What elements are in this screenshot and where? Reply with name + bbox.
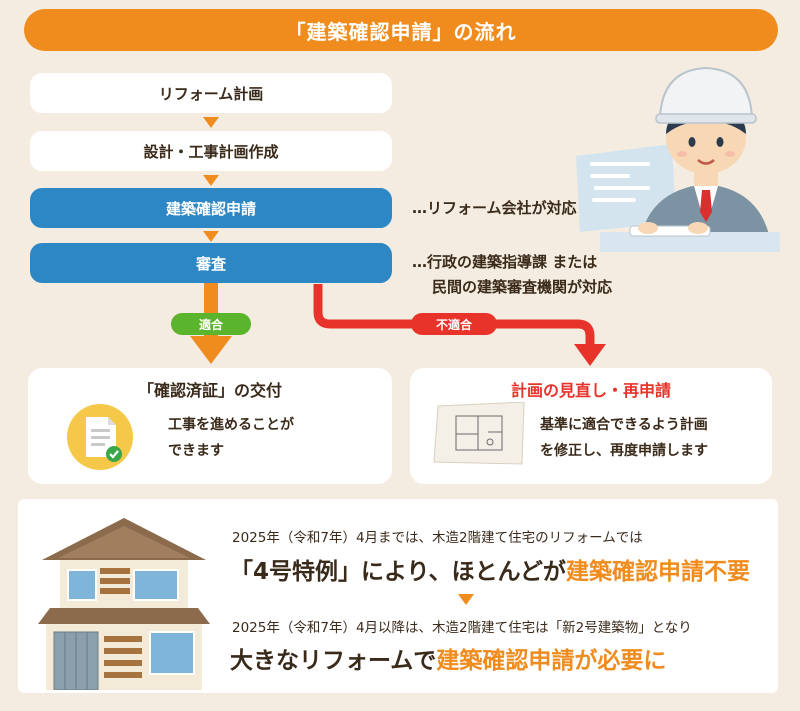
pass-label: 適合 <box>171 313 251 335</box>
pass-arrow-head <box>190 336 232 364</box>
fail-arrow-head <box>574 344 606 366</box>
bottom-line-before: 2025年（令和7年）4月までは、木造2階建て住宅のリフォームでは <box>232 530 643 546</box>
fail-label: 不適合 <box>411 313 497 335</box>
step-review: 審査 <box>30 243 392 283</box>
bottom-line-exemption: 「4号特例」により、ほとんどが建築確認申請不要 <box>230 552 750 586</box>
floor-plan-icon <box>433 402 525 465</box>
card-fail-line2: を修正し、再度申請します <box>540 443 708 459</box>
step-reform-plan: リフォーム計画 <box>30 73 392 113</box>
step-design-plan: 設計・工事計画作成 <box>30 131 392 171</box>
card-pass-line1: 工事を進めることが <box>168 417 294 433</box>
engineer-illustration <box>576 66 780 252</box>
page-title: 「建築確認申請」の流れ <box>24 9 778 51</box>
required-text: 大きなリフォームで <box>230 648 437 674</box>
required-highlight: 建築確認申請が必要に <box>436 648 667 674</box>
arrow-down-icon <box>203 175 219 186</box>
bottom-line-after: 2025年（令和7年）4月以降は、木造2階建て住宅は「新2号建築物」となり <box>232 620 692 636</box>
arrow-down-icon <box>203 231 219 242</box>
card-fail-line1: 基準に適合できるよう計画 <box>540 417 708 433</box>
step-application: 建築確認申請 <box>30 188 392 228</box>
house-illustration <box>38 518 210 690</box>
note-review-line2: 民間の建築審査機関が対応 <box>432 278 613 296</box>
card-pass-title: 「確認済証」の交付 <box>137 381 282 400</box>
card-fail-title: 計画の見直し・再申請 <box>510 381 671 400</box>
exemption-highlight: 建築確認申請不要 <box>565 559 750 585</box>
bottom-line-required: 大きなリフォームで建築確認申請が必要に <box>230 641 666 675</box>
card-pass-line2: できます <box>168 443 224 459</box>
exemption-text: 「4号特例」により、ほとんどが <box>230 559 566 585</box>
arrow-down-icon <box>203 117 219 128</box>
note-application: …リフォーム会社が対応 <box>412 199 577 217</box>
certificate-icon <box>67 404 133 470</box>
note-review-line1: …行政の建築指導課 または <box>412 253 598 271</box>
arrow-down-icon <box>458 594 474 605</box>
